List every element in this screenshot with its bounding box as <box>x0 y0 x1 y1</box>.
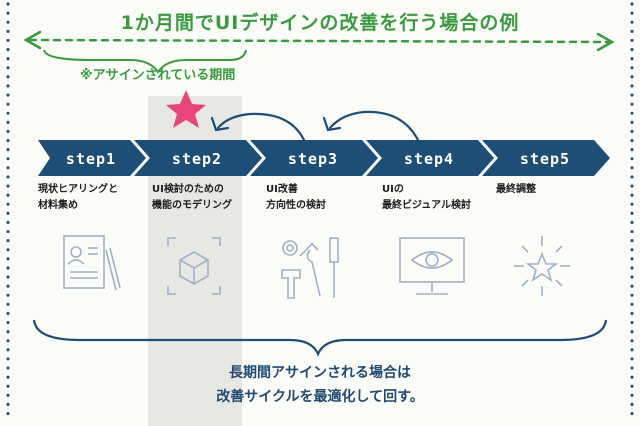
page-title: 1か月間でUIデザインの改善を行う場合の例 <box>120 12 520 34</box>
step1-desc-line1: 現状ヒアリングと <box>38 184 118 195</box>
step1-description: 現状ヒアリングと 材料集め <box>38 182 148 214</box>
bottom-note-line2: 改善サイクルを最適化して回す。 <box>216 389 424 405</box>
step5-label: step5 <box>519 150 571 168</box>
tools-gear-icon <box>281 237 339 299</box>
sparkle-star-icon <box>514 236 570 296</box>
step4-desc-line2: 最終ビジュアル検討 <box>382 200 471 211</box>
step1-desc-line2: 材料集め <box>38 200 78 211</box>
step5-desc-line1: 最終調整 <box>496 184 536 195</box>
monitor-eye-icon <box>399 237 465 295</box>
step3-desc-line2: 方向性の検討 <box>266 200 326 211</box>
left-dotted-border <box>6 2 10 424</box>
step4-description: UIの 最終ビジュアル検討 <box>382 182 492 214</box>
step4-arrow <box>366 140 494 176</box>
step2-desc-line2: 機能のモデリング <box>152 200 232 211</box>
pink-star-icon <box>166 90 206 128</box>
step2-description: UI検討のための 機能のモデリング <box>152 182 262 214</box>
step5-arrow <box>482 140 610 176</box>
step3-arrow <box>250 140 378 176</box>
step1-arrow <box>38 140 146 176</box>
step-arrows <box>38 140 610 176</box>
step3-label: step3 <box>287 150 339 168</box>
step2-label: step2 <box>171 150 223 168</box>
step4-label: step4 <box>403 150 455 168</box>
timeline-brace <box>43 49 247 74</box>
step5-description: 最終調整 <box>496 182 606 198</box>
assign-period-note: ※アサインされている期間 <box>80 68 236 83</box>
bottom-brace <box>32 319 608 357</box>
document-person-pen-icon <box>63 235 121 291</box>
bottom-note-line1: 長期間アサインされる場合は <box>229 365 411 381</box>
step1-label: step1 <box>65 150 117 168</box>
timeline-arrow <box>23 30 615 52</box>
step3-desc-line1: UI改善 <box>266 184 298 195</box>
right-dotted-border <box>630 2 634 424</box>
step2-arrow <box>134 140 262 176</box>
box-in-frame-icon <box>167 237 221 295</box>
return-arrows <box>210 110 420 142</box>
step3-description: UI改善 方向性の検討 <box>266 182 376 214</box>
step4-desc-line1: UIの <box>382 184 404 195</box>
step2-desc-line1: UI検討のための <box>152 184 224 195</box>
